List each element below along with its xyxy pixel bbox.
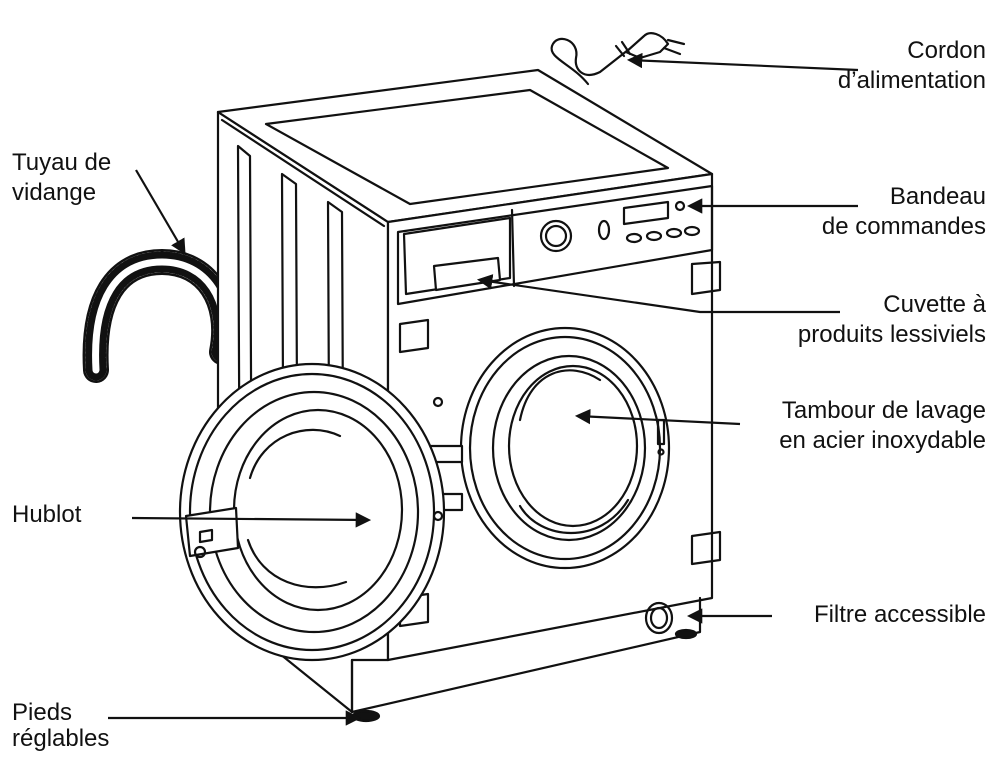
label-tambour-line1: Tambour de lavage bbox=[781, 397, 986, 424]
label-pieds-line2: réglables bbox=[12, 725, 110, 752]
label-filtre-line1: Filtre accessible bbox=[813, 601, 986, 628]
label-hublot-line1: Hublot bbox=[12, 501, 82, 528]
label-cordon-line1: Cordon bbox=[907, 37, 986, 64]
label-cordon-line2: d’alimentation bbox=[837, 67, 986, 94]
leader-cuvette bbox=[476, 274, 840, 314]
leader-tambour bbox=[574, 408, 741, 426]
label-cuvette: Cuvette à produits lessiviels bbox=[798, 290, 986, 350]
detergent-drawer bbox=[402, 216, 512, 296]
label-cuvette-line2: produits lessiviels bbox=[797, 321, 986, 348]
label-tambour-line2: en acier inoxydable bbox=[779, 427, 986, 454]
leader-tuyau bbox=[135, 169, 186, 255]
label-filtre: Filtre accessible bbox=[814, 600, 986, 630]
label-bandeau: Bandeau de commandes bbox=[822, 182, 986, 242]
label-cordon: Cordon d’alimentation bbox=[838, 36, 986, 96]
leader-hublot bbox=[131, 512, 372, 528]
leader-cordon bbox=[626, 52, 859, 72]
label-pieds: Pieds réglables bbox=[12, 700, 109, 752]
adjustable-foot bbox=[351, 709, 381, 723]
control-panel bbox=[396, 184, 714, 306]
power-cord bbox=[550, 32, 686, 86]
label-tuyau-line1: Tuyau de bbox=[12, 149, 112, 176]
filter-cap bbox=[644, 601, 674, 635]
drum bbox=[459, 326, 671, 570]
label-tuyau: Tuyau de vidange bbox=[12, 148, 111, 208]
programme-knob bbox=[539, 219, 573, 253]
label-tambour: Tambour de lavage en acier inoxydable bbox=[779, 396, 986, 456]
door bbox=[178, 362, 464, 662]
label-tuyau-line2: vidange bbox=[12, 179, 97, 206]
label-hublot: Hublot bbox=[12, 500, 81, 530]
label-cuvette-line1: Cuvette à bbox=[883, 291, 986, 318]
label-pieds-line1: Pieds bbox=[12, 699, 73, 726]
drain-hose bbox=[82, 249, 238, 383]
label-bandeau-line1: Bandeau bbox=[889, 183, 986, 210]
label-bandeau-line2: de commandes bbox=[821, 213, 986, 240]
